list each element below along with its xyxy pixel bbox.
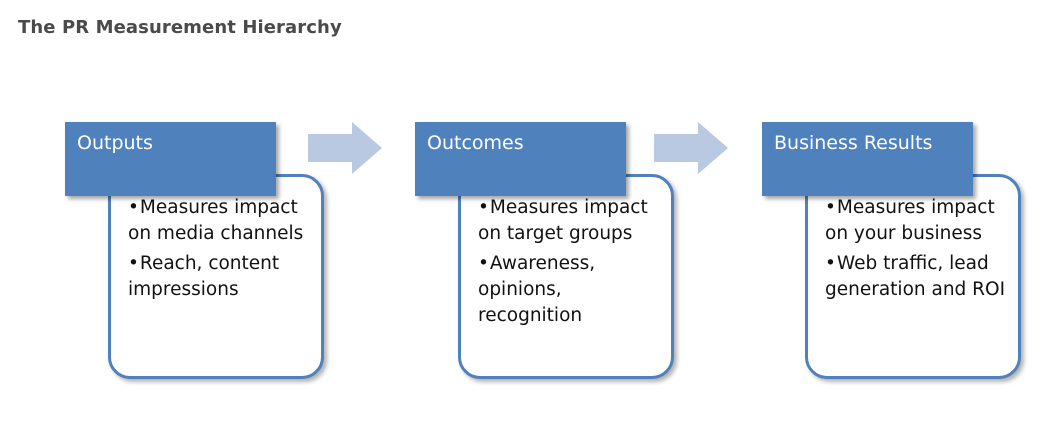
stage-body: •Measures impact on your business •Web t… (805, 174, 1021, 379)
stage-business-results: •Measures impact on your business •Web t… (757, 122, 1053, 387)
bullet-text: Measures impact on media channels (128, 197, 304, 244)
bullet-text: Reach, content impressions (128, 253, 280, 300)
arrow-right-icon (308, 122, 382, 174)
stage-header: Outputs (65, 122, 276, 196)
bullet-dot: • (128, 197, 139, 218)
arrow-right-icon (654, 122, 728, 174)
stage-outputs: •Measures impact on media channels •Reac… (60, 122, 356, 387)
bullet-text: Web traffic, lead generation and ROI (825, 253, 1006, 300)
stage-header: Outcomes (415, 122, 626, 196)
bullet-item: •Awareness, opinions, recognition (478, 251, 661, 329)
page-title: The PR Measurement Hierarchy (18, 17, 342, 38)
bullet-item: •Web traffic, lead generation and ROI (825, 251, 1008, 303)
stage-body: •Measures impact on media channels •Reac… (108, 174, 324, 379)
bullet-dot: • (825, 253, 836, 274)
bullet-item: •Measures impact on media channels (128, 195, 311, 247)
bullet-dot: • (478, 197, 489, 218)
bullet-item: •Measures impact on target groups (478, 195, 661, 247)
bullet-item: •Measures impact on your business (825, 195, 1008, 247)
bullet-item: •Reach, content impressions (128, 251, 311, 303)
bullet-text: Awareness, opinions, recognition (478, 253, 596, 326)
stage-header: Business Results (762, 122, 973, 196)
stage-body: •Measures impact on target groups •Aware… (458, 174, 674, 379)
bullet-text: Measures impact on target groups (478, 197, 648, 244)
bullet-text: Measures impact on your business (825, 197, 995, 244)
bullet-dot: • (825, 197, 836, 218)
stage-outcomes: •Measures impact on target groups •Aware… (410, 122, 706, 387)
bullet-dot: • (128, 253, 139, 274)
bullet-dot: • (478, 253, 489, 274)
